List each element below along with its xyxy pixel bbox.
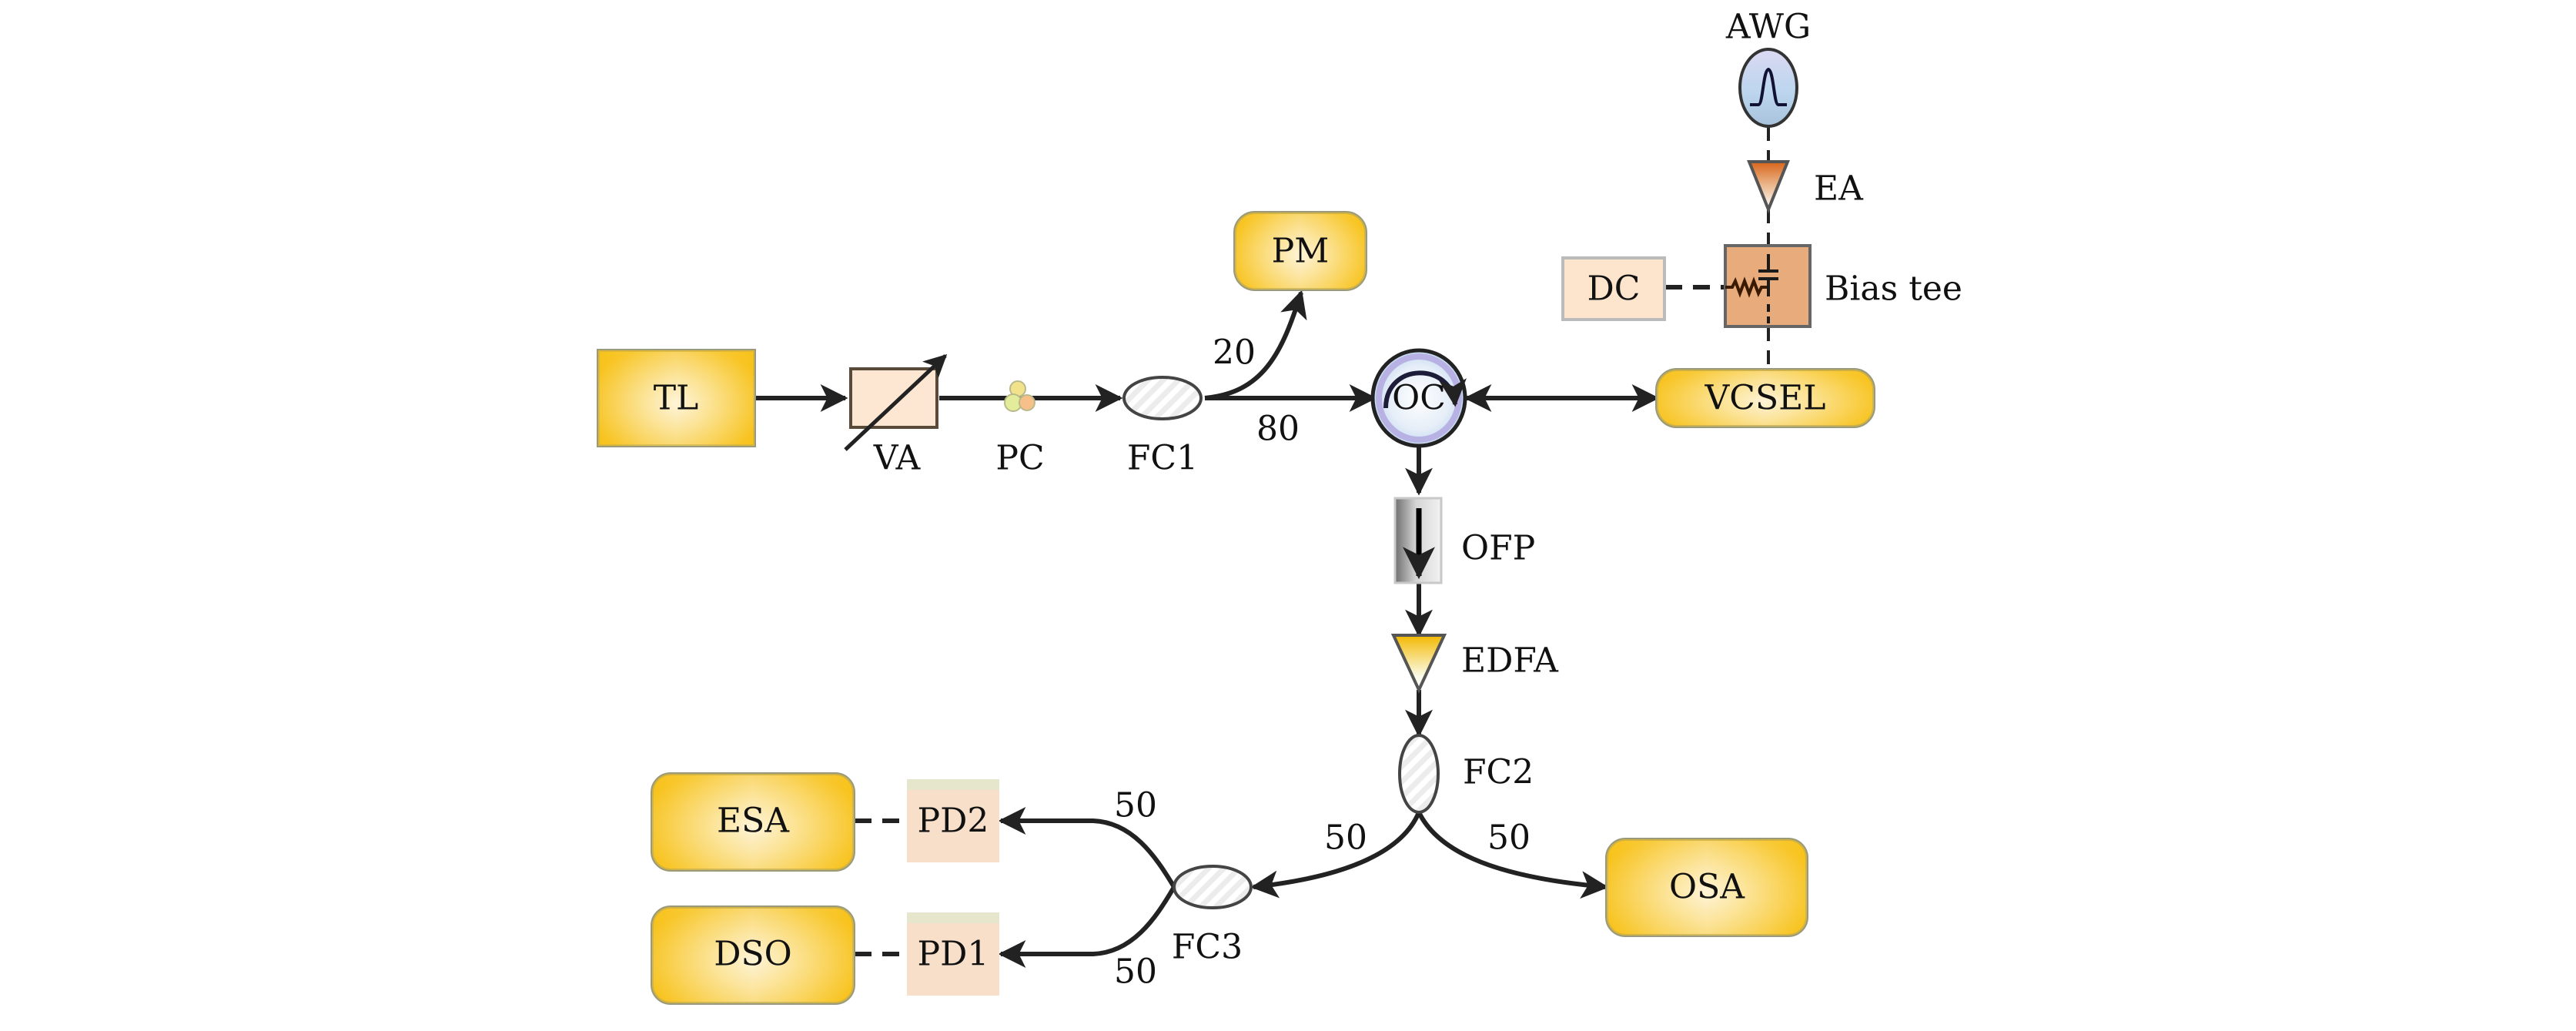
arbitrary-waveform-generator: AWG — [1725, 8, 1811, 128]
circulator-arrow-icon — [1383, 370, 1467, 409]
pc-paddle-icon — [1019, 394, 1035, 411]
bias-tee: Bias tee — [1724, 244, 1962, 328]
fc3-label: FC3 — [1172, 928, 1243, 967]
edfa-label: EDFA — [1461, 641, 1559, 681]
awg-label: AWG — [1725, 8, 1811, 47]
link-fc3-pd1 — [998, 885, 1176, 968]
oc-label: OC — [1392, 379, 1446, 418]
dc-source: DC — [1561, 256, 1666, 321]
osa-label: OSA — [1669, 868, 1745, 907]
connections — [756, 127, 1770, 968]
power-meter: PM — [1233, 211, 1367, 291]
pd1-label: PD1 — [918, 935, 989, 974]
ratio-fc3-pd2: 50 — [1114, 786, 1157, 825]
ratio-fc3-pd1: 50 — [1114, 952, 1157, 992]
fc2-label: FC2 — [1463, 753, 1534, 792]
ratio-fc1-pm: 20 — [1213, 333, 1256, 373]
electrical-spectrum-analyzer: ESA — [651, 772, 855, 872]
link-fc3-pd2 — [998, 807, 1176, 889]
vcsel-label: VCSEL — [1705, 379, 1826, 418]
va-label: VA — [873, 439, 922, 478]
photodetector-1: PD1 — [907, 912, 999, 996]
dc-label: DC — [1587, 269, 1641, 309]
ofp-label: OFP — [1461, 529, 1535, 568]
fc1-label: FC1 — [1127, 439, 1198, 478]
vcsel: VCSEL — [1655, 368, 1875, 428]
electrical-amplifier: EA — [1747, 160, 1864, 214]
bias-tee-label: Bias tee — [1825, 269, 1962, 309]
variable-attenuator: VA — [844, 353, 948, 478]
capacitor-icon — [1758, 254, 1778, 323]
dso-label: DSO — [714, 935, 792, 974]
fiber-coupler-2: FC2 50 50 — [1324, 734, 1534, 858]
link-fc2-fc3 — [1250, 811, 1421, 899]
ratio-fc2-fc3: 50 — [1324, 818, 1367, 858]
fiber-coupler-1: FC1 20 80 — [1122, 333, 1300, 478]
ratio-fc2-osa: 50 — [1487, 818, 1531, 858]
fiber-coupler-3: FC3 50 50 — [1114, 786, 1253, 992]
tl-label: TL — [654, 379, 699, 418]
edfa: EDFA — [1390, 634, 1559, 694]
ratio-fc1-oc: 80 — [1256, 410, 1300, 449]
link-fc1-pm — [1204, 290, 1307, 400]
optical-spectrum-analyzer: OSA — [1605, 838, 1808, 937]
optical-filter: OFP — [1393, 497, 1535, 584]
pm-label: PM — [1272, 232, 1330, 271]
resistor-icon — [1725, 276, 1768, 298]
attenuator-arrow-icon — [844, 353, 948, 451]
amplifier-triangle-icon — [1390, 634, 1447, 694]
pulse-icon — [1750, 67, 1787, 106]
pc-label: PC — [995, 439, 1044, 478]
digital-storage-oscilloscope: DSO — [651, 905, 855, 1005]
polarization-controller: PC — [995, 380, 1045, 478]
optical-circulator: OC — [1370, 348, 1467, 448]
amplifier-triangle-icon — [1747, 160, 1790, 214]
ea-label: EA — [1814, 169, 1864, 209]
esa-label: ESA — [717, 802, 790, 841]
pd2-label: PD2 — [918, 802, 989, 841]
photodetector-2: PD2 — [907, 779, 999, 862]
link-fc2-osa — [1417, 811, 1609, 899]
tunable-laser: TL — [597, 349, 756, 447]
